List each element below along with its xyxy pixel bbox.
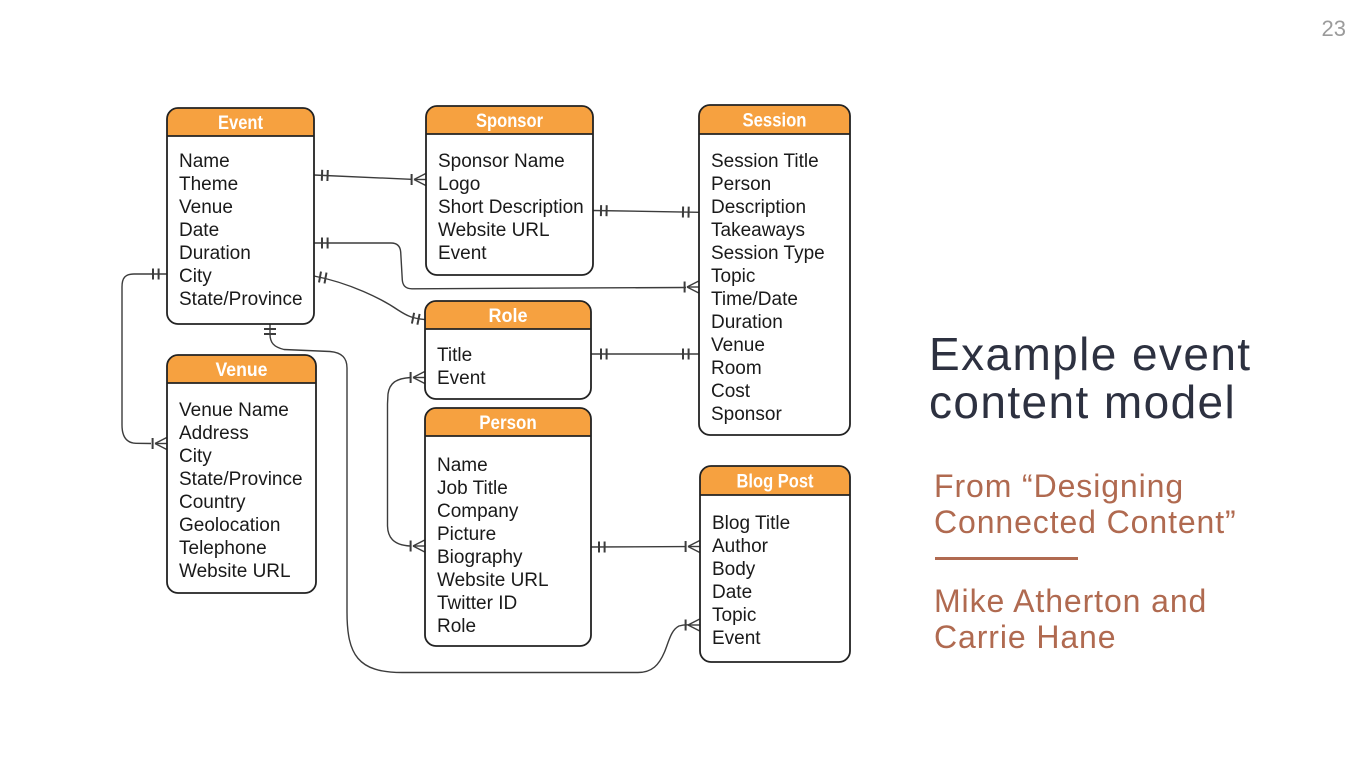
svg-text:Venue: Venue [711, 335, 765, 356]
svg-text:Venue: Venue [179, 197, 233, 218]
svg-text:Description: Description [711, 197, 806, 218]
svg-text:Event: Event [438, 243, 487, 264]
svg-text:City: City [179, 266, 212, 287]
svg-text:Website URL: Website URL [179, 561, 291, 582]
svg-text:Session: Session [743, 111, 807, 132]
svg-text:Biography: Biography [437, 547, 523, 568]
svg-text:State/Province: State/Province [179, 289, 303, 310]
svg-text:Event: Event [437, 368, 486, 389]
svg-text:Sponsor Name: Sponsor Name [438, 151, 565, 172]
svg-text:Author: Author [712, 536, 769, 557]
svg-text:Role: Role [489, 306, 528, 327]
svg-text:Logo: Logo [438, 174, 480, 195]
svg-text:Blog Post: Blog Post [737, 472, 815, 493]
svg-text:Venue: Venue [216, 360, 268, 381]
svg-text:Website URL: Website URL [437, 570, 549, 591]
svg-text:Person: Person [479, 413, 537, 434]
svg-text:Duration: Duration [179, 243, 251, 264]
svg-text:Event: Event [218, 113, 264, 134]
svg-text:Body: Body [712, 559, 756, 580]
svg-text:Country: Country [179, 492, 246, 513]
svg-text:Short Description: Short Description [438, 197, 584, 218]
svg-text:City: City [179, 446, 212, 467]
svg-text:Cost: Cost [711, 381, 751, 402]
svg-text:State/Province: State/Province [179, 469, 303, 490]
svg-text:Name: Name [437, 455, 488, 476]
svg-text:Takeaways: Takeaways [711, 220, 805, 241]
svg-text:Event: Event [712, 628, 761, 649]
svg-text:Telephone: Telephone [179, 538, 267, 559]
svg-text:Title: Title [437, 345, 472, 366]
svg-text:Date: Date [179, 220, 219, 241]
svg-text:Topic: Topic [711, 266, 755, 287]
svg-text:Role: Role [437, 616, 476, 637]
svg-text:Picture: Picture [437, 524, 496, 545]
svg-text:Session Title: Session Title [711, 151, 819, 172]
svg-text:Room: Room [711, 358, 762, 379]
svg-text:Company: Company [437, 501, 519, 522]
svg-text:Person: Person [711, 174, 771, 195]
svg-text:Sponsor: Sponsor [476, 111, 544, 132]
svg-text:Theme: Theme [179, 174, 238, 195]
svg-text:Website URL: Website URL [438, 220, 550, 241]
svg-text:Blog Title: Blog Title [712, 513, 790, 534]
svg-text:Venue Name: Venue Name [179, 400, 289, 421]
svg-text:Date: Date [712, 582, 752, 603]
svg-text:Duration: Duration [711, 312, 783, 333]
svg-text:Geolocation: Geolocation [179, 515, 280, 536]
svg-text:Topic: Topic [712, 605, 756, 626]
svg-text:Job Title: Job Title [437, 478, 508, 499]
svg-text:Twitter ID: Twitter ID [437, 593, 517, 614]
svg-text:Time/Date: Time/Date [711, 289, 798, 310]
svg-text:Address: Address [179, 423, 249, 444]
svg-text:Sponsor: Sponsor [711, 404, 782, 425]
svg-text:Session Type: Session Type [711, 243, 825, 264]
svg-text:Name: Name [179, 151, 230, 172]
